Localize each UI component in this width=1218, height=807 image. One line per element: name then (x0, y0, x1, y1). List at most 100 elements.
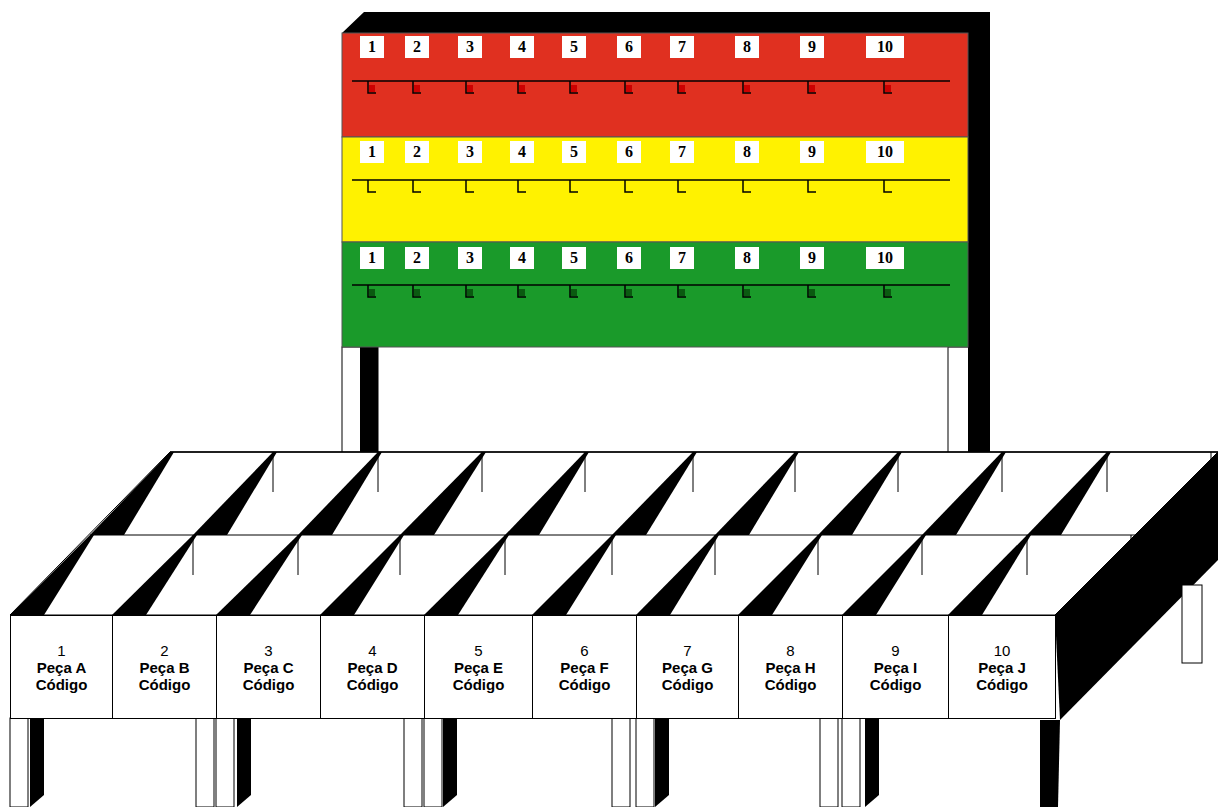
hook (570, 285, 578, 297)
divider-wall (612, 452, 697, 535)
bin-label: 9Peça ICódigo (842, 615, 949, 719)
hook-fill (744, 85, 750, 92)
bin-text: Peça D (347, 659, 397, 676)
hook (625, 285, 633, 297)
hook-fill (679, 85, 685, 92)
slot-number: 3 (466, 249, 474, 266)
hook (678, 180, 686, 192)
bin-label: 4Peça DCódigo (320, 615, 425, 719)
hook-fill (679, 289, 685, 296)
divider-wall (216, 535, 302, 615)
divider-wall (320, 535, 404, 615)
hook-fill (414, 85, 420, 92)
divider-wall (400, 452, 486, 535)
green-band (342, 242, 968, 347)
bin-text: Código (139, 676, 191, 693)
hook-fill (626, 289, 632, 296)
slot-number: 9 (808, 143, 816, 160)
bin-number: 10 (994, 642, 1011, 659)
slot-number: 10 (877, 38, 893, 55)
hook-fill (809, 85, 815, 92)
card-slot-number: 8 (735, 141, 759, 163)
slot-number: 1 (368, 143, 376, 160)
card-slot-number: 6 (617, 141, 641, 163)
hook-fill (519, 85, 525, 92)
red-band (342, 33, 968, 137)
shelf-top (10, 452, 1218, 615)
card-slot-number: 4 (510, 141, 534, 163)
hook-fill (885, 85, 891, 92)
hook (743, 81, 751, 93)
slot-number: 4 (518, 38, 526, 55)
hook-rail (352, 284, 950, 286)
hook (884, 180, 892, 192)
card-slot-number: 9 (800, 141, 824, 163)
divider-wall (1027, 452, 1111, 535)
card-slot-number: 2 (405, 36, 429, 58)
hook-fill (519, 289, 525, 296)
shelf-leg (10, 718, 28, 807)
card-slot-number: 7 (670, 141, 694, 163)
slot-number: 5 (570, 249, 578, 266)
board-leg (342, 347, 378, 453)
slot-number: 6 (625, 38, 633, 55)
divider-wall (715, 452, 799, 535)
hook-fill (467, 85, 473, 92)
card-slot-number: 5 (562, 141, 586, 163)
bin-text: Código (559, 676, 611, 693)
hook-rail (352, 80, 950, 82)
shelf-leg-shadow (30, 718, 44, 807)
hook-fill (571, 289, 577, 296)
shelf-leg (636, 718, 654, 807)
bin-label: 2Peça BCódigo (112, 615, 217, 719)
bin-label: 3Peça CCódigo (216, 615, 321, 719)
slot-number: 2 (413, 249, 421, 266)
hook-fill (571, 85, 577, 92)
slot-number: 2 (413, 38, 421, 55)
hook (466, 285, 474, 297)
card-slot-number: 1 (360, 36, 384, 58)
bin-label: 8Peça HCódigo (738, 615, 843, 719)
card-slot-number: 3 (458, 141, 482, 163)
shelf-leg (196, 718, 214, 807)
divider-wall (193, 452, 277, 535)
bin-text: Código (347, 676, 399, 693)
shelf-leg (1182, 585, 1202, 663)
bin-text: Peça E (454, 659, 503, 676)
hooks (368, 81, 892, 297)
card-slot-number: 3 (458, 36, 482, 58)
shelf-leg-shadow (443, 718, 457, 807)
board-leg-shadow (360, 347, 378, 453)
divider-wall (532, 535, 616, 615)
card-slot-number: 5 (562, 247, 586, 269)
divider-wall (10, 535, 94, 615)
bin-text: Código (453, 676, 505, 693)
divider-wall (112, 535, 197, 615)
slot-number: 4 (518, 249, 526, 266)
card-slot-number: 1 (360, 247, 384, 269)
slot-number: 6 (625, 143, 633, 160)
bin-text: Código (976, 676, 1028, 693)
bin-text: Peça I (874, 659, 917, 676)
board-shadow (342, 12, 990, 452)
hook-fill (809, 289, 815, 296)
card-slot-number: 6 (617, 36, 641, 58)
card-slot-number: 3 (458, 247, 482, 269)
shelf-leg (404, 718, 422, 807)
card-slot-number: 2 (405, 247, 429, 269)
compartment-edge (1131, 535, 1132, 575)
divider-wall (298, 452, 382, 535)
divider-wall (818, 452, 902, 535)
hook (808, 180, 816, 192)
bin-label: 1Peça ACódigo (10, 615, 113, 719)
bin-number: 5 (474, 642, 482, 659)
card-slot-number: 8 (735, 36, 759, 58)
hook (743, 180, 751, 192)
hook-rail (352, 179, 950, 181)
hook (808, 285, 816, 297)
hook (678, 285, 686, 297)
divider-wall (90, 452, 174, 535)
slot-number: 3 (466, 38, 474, 55)
slot-number: 5 (570, 38, 578, 55)
